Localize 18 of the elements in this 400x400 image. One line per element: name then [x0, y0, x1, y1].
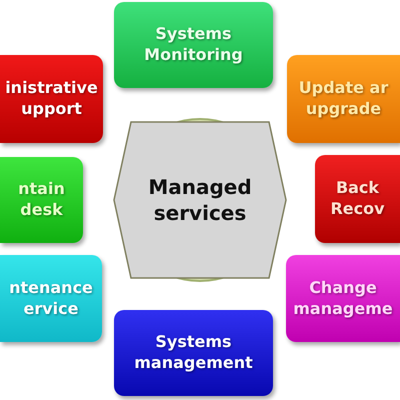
service-box: [0, 157, 83, 243]
service-box: [0, 255, 102, 342]
hexagon-hub: [113, 118, 287, 282]
service-box: [315, 155, 400, 243]
service-label: inistrative upport: [4, 78, 99, 120]
service-box: [287, 55, 400, 143]
service-label: Systems management: [133, 332, 254, 374]
service-label: ntain desk: [17, 179, 66, 221]
service-label: Managed services: [147, 174, 253, 226]
service-box: [114, 310, 273, 396]
service-label: Update ar upgrade: [298, 78, 390, 120]
service-box: [0, 55, 103, 143]
service-box: [114, 2, 273, 88]
service-label: Change manageme: [292, 278, 394, 320]
service-box: [286, 255, 400, 342]
service-label: Back Recov: [329, 178, 386, 220]
service-label: ntenance ervice: [8, 278, 94, 320]
service-label: Systems Monitoring: [143, 24, 244, 66]
